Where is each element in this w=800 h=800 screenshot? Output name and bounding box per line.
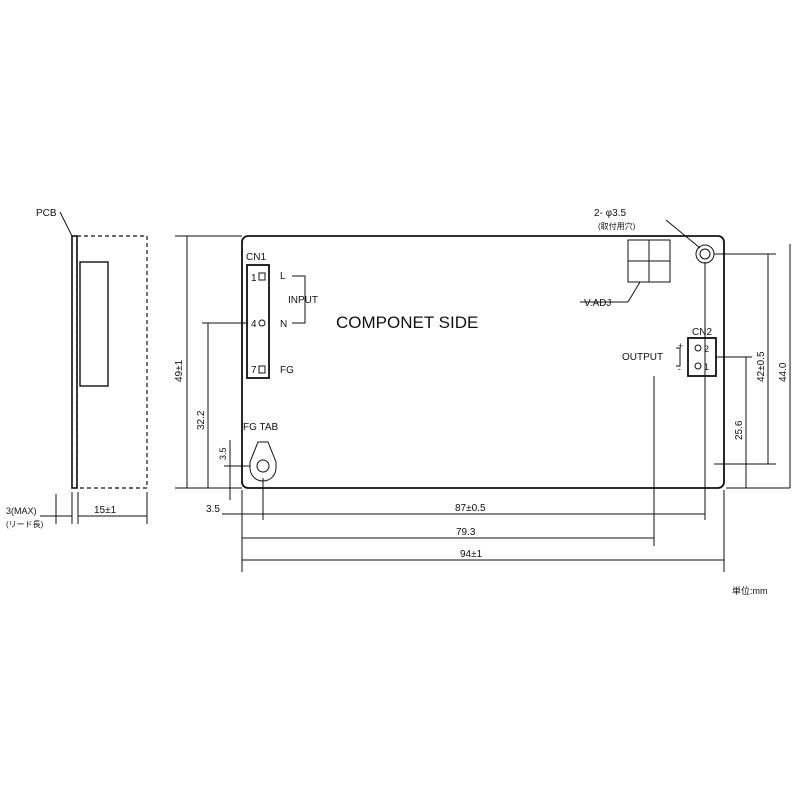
component-envelope — [76, 235, 148, 489]
cn2-pin2-num: 2 — [704, 344, 709, 354]
vadj-leader — [627, 281, 641, 303]
pcb-label: PCB — [36, 208, 57, 219]
output-minus: - — [678, 364, 681, 374]
cn1-label: CN1 — [246, 252, 266, 263]
component-block — [79, 261, 109, 387]
cn2-pin1-num: 1 — [704, 362, 709, 372]
dim-height-inner: 44.0 — [778, 362, 789, 382]
board-view: COMPONET SIDE 2- φ3.5 (取付用穴) V.ADJ CN1 1… — [241, 208, 725, 489]
cn1-pin4-pad — [258, 319, 266, 327]
cn1-pin4-name: N — [280, 319, 287, 330]
mount-hole-label: 2- φ3.5 — [594, 208, 626, 219]
dim-width-total: 94±1 — [460, 549, 483, 560]
cn2-label: CN2 — [692, 327, 712, 338]
cn1-pin7-pad — [258, 365, 266, 374]
dim-height-total: 49±1 — [174, 359, 185, 382]
dim-tab-height: 3.5 — [218, 447, 228, 460]
cn1-pin1-name: L — [280, 271, 286, 282]
cn2-connector — [687, 337, 717, 377]
component-side-label: COMPONET SIDE — [336, 313, 478, 332]
cn2-pin2-pad — [694, 344, 702, 352]
output-plus: + — [678, 341, 683, 351]
fg-tab-hole — [256, 459, 270, 473]
vadj-label: V.ADJ — [584, 298, 611, 309]
fg-tab-label: FG TAB — [243, 422, 279, 433]
unit-note: 単位:mm — [732, 585, 768, 596]
cn1-connector — [246, 264, 270, 379]
board-outline — [241, 235, 725, 489]
dim-tab-offset: 3.5 — [206, 504, 220, 515]
dim-cn2-height: 25.6 — [734, 420, 745, 440]
dim-cn1-height: 32.2 — [196, 410, 207, 430]
mount-hole-inner — [699, 248, 711, 260]
cn1-pin7-name: FG — [280, 365, 294, 376]
pcb-leader-line — [59, 211, 73, 237]
input-bracket — [292, 275, 306, 324]
cn2-pin1-pad — [694, 362, 702, 370]
mount-hole-outer — [695, 244, 715, 264]
input-label: INPUT — [288, 295, 318, 306]
side-view: PCB 3(MAX) (リード長) 15±1 — [6, 208, 148, 529]
cn1-pin1-pad — [258, 272, 266, 281]
dim-width-cn2: 79.3 — [456, 527, 476, 538]
depth-dim-label: 15±1 — [94, 505, 117, 516]
cn1-pin1-num: 1 — [251, 273, 257, 284]
cn1-pin4-num: 4 — [251, 319, 257, 330]
pcb-board-edge — [71, 235, 78, 489]
dim-width-holes: 87±0.5 — [455, 503, 486, 514]
cn1-pin7-num: 7 — [251, 365, 257, 376]
dim-holes-height: 42±0.5 — [756, 351, 767, 382]
output-bracket — [676, 347, 681, 367]
fg-tab — [249, 441, 277, 482]
lead-note-label: (リード長) — [6, 520, 44, 529]
mount-hole-note: (取付用穴) — [598, 221, 636, 231]
output-label: OUTPUT — [622, 352, 663, 363]
dimension-lines: 49±1 32.2 3.5 3.5 87±0.5 79.3 94±1 25.6 — [174, 235, 791, 572]
lead-dim-label: 3(MAX) — [6, 506, 37, 516]
mount-hole-leader — [665, 219, 701, 249]
